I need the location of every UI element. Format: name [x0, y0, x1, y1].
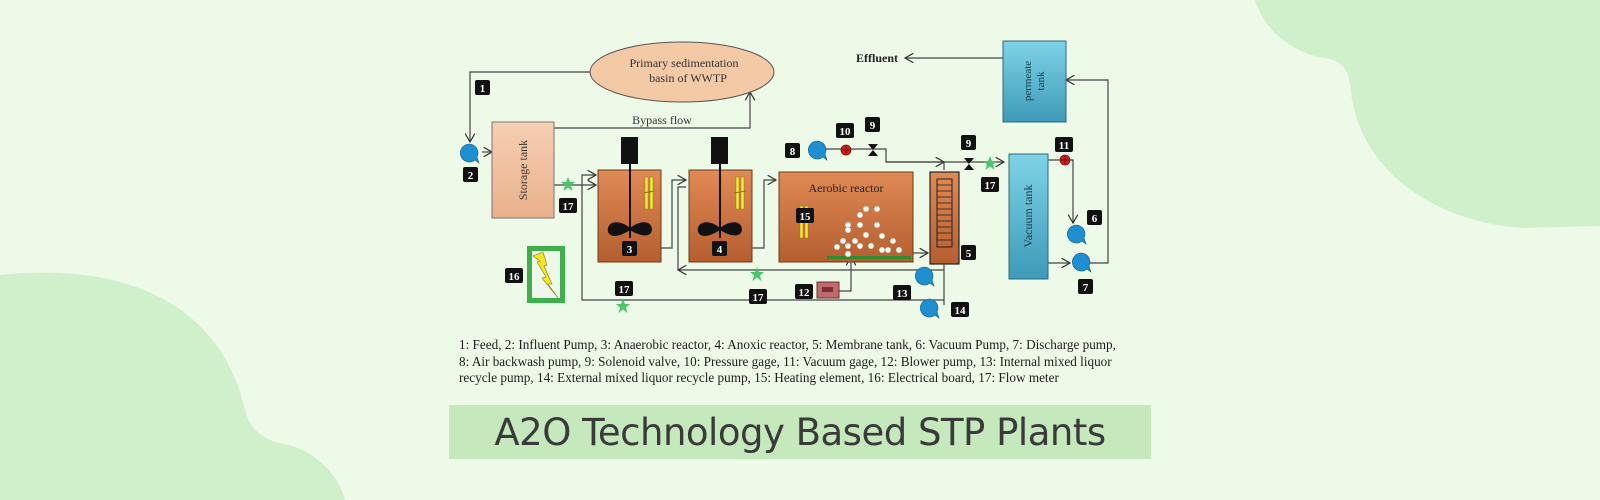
bypass-label: Bypass flow [632, 113, 692, 127]
svg-text:10: 10 [840, 126, 852, 138]
svg-text:5: 5 [966, 248, 972, 260]
pump-6-icon [1067, 224, 1087, 245]
top-right-blob [1255, 0, 1600, 228]
svg-text:13: 13 [897, 288, 909, 300]
aerobic-label: Aerobic reactor [809, 181, 884, 195]
page-title: A2O Technology Based STP Plants [494, 410, 1106, 454]
flow-meter-icon [750, 267, 764, 281]
svg-text:12: 12 [799, 287, 811, 299]
valve-icon [868, 144, 878, 156]
svg-text:11: 11 [1059, 140, 1069, 152]
pump-14-icon [920, 298, 940, 319]
aerobic-reactor: Aerobic reactor [778, 171, 914, 263]
legend-line-2: 8: Air backwash pump, 9: Solenoid valve,… [459, 353, 1112, 369]
a2o-process-diagram: Primary sedimentation basin of WWTP Bypa… [460, 40, 1109, 319]
permeate-label-2: tank [1035, 71, 1047, 90]
pump-2-icon [460, 143, 480, 164]
legend-line-3: recycle pump, 14: External mixed liquor … [459, 370, 1059, 385]
pump-8-icon [808, 140, 828, 161]
svg-text:15: 15 [800, 211, 812, 223]
svg-text:7: 7 [1083, 282, 1089, 294]
vacuum-tank [1008, 153, 1049, 280]
svg-text:17: 17 [619, 284, 631, 296]
number-badges: 1 2 3 4 5 6 7 8 9 9 10 11 12 13 14 15 16… [463, 80, 1102, 317]
title-banner: A2O Technology Based STP Plants [449, 405, 1151, 459]
svg-text:17: 17 [753, 292, 765, 304]
diagram-legend: 1: Feed, 2: Influent Pump, 3: Anaerobic … [459, 337, 1159, 387]
svg-text:14: 14 [955, 305, 967, 317]
pump-7-icon [1072, 252, 1092, 273]
svg-text:1: 1 [480, 83, 486, 95]
storage-tank-label: Storage tank [516, 140, 530, 200]
permeate-tank [1002, 40, 1067, 123]
membrane-tank [929, 171, 960, 265]
svg-text:8: 8 [790, 146, 796, 158]
ellipse-label-1: Primary sedimentation [630, 56, 739, 70]
flow-meter-icon [616, 299, 630, 313]
svg-text:2: 2 [468, 170, 474, 182]
flow-meter-icon [561, 177, 575, 191]
electrical-board [527, 246, 565, 303]
effluent-label: Effluent [856, 51, 898, 65]
svg-text:16: 16 [509, 271, 521, 283]
permeate-label-1: permeate [1022, 61, 1034, 101]
svg-text:17: 17 [985, 180, 997, 192]
storage-tank [491, 121, 555, 219]
svg-text:17: 17 [563, 201, 575, 213]
vacuum-gauge-icon [1059, 154, 1071, 166]
bottom-left-blob [0, 272, 345, 500]
vacuum-tank-label: Vacuum tank [1021, 185, 1035, 248]
ellipse-label-2: basin of WWTP [649, 71, 727, 85]
flow-meter-icon [983, 156, 997, 170]
svg-text:4: 4 [717, 244, 723, 256]
valve-icon [964, 158, 974, 170]
svg-text:9: 9 [870, 120, 876, 132]
svg-text:3: 3 [627, 244, 633, 256]
primary-sedimentation-basin [589, 41, 775, 103]
svg-text:6: 6 [1092, 213, 1098, 225]
legend-line-1: 1: Feed, 2: Influent Pump, 3: Anaerobic … [459, 337, 1116, 352]
pressure-gauge-icon [840, 144, 852, 156]
svg-text:9: 9 [966, 138, 972, 150]
